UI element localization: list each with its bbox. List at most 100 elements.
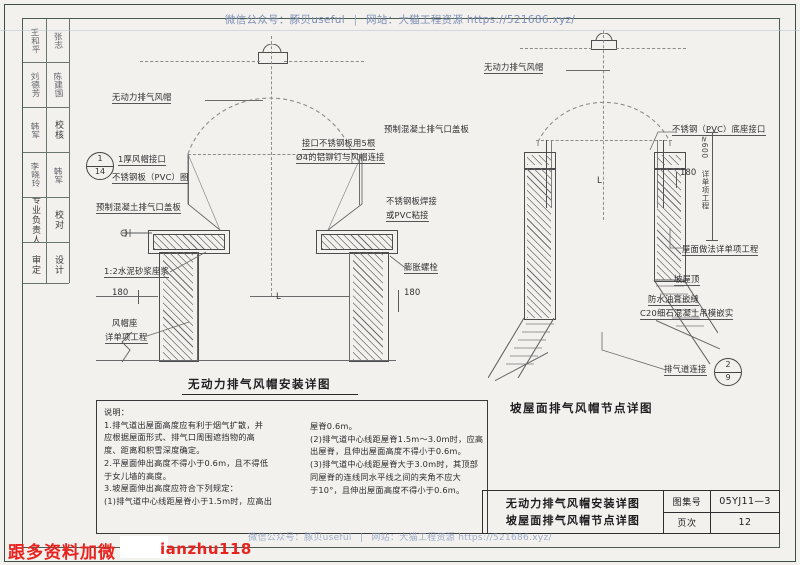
label-cowl-left: 无动力排气风帽 [112, 92, 172, 104]
leader-duct-conn [601, 332, 667, 371]
table-row: 图集号 05YJ11—3 [664, 491, 779, 513]
label-slope-roof: 坡屋顶 [674, 274, 700, 286]
notes-line: 于女儿墙的高度。 [104, 470, 172, 481]
caption-left-rule [182, 394, 358, 396]
label-rivet-2: Ø4的铝铆钉与风帽连接 [296, 152, 385, 164]
dim-tick-left [138, 290, 139, 304]
table-row: 校对 [46, 198, 69, 243]
notes-line: 3.坡屋面伸出高度应符合下列规定： [104, 483, 239, 494]
title-block-left-bottom-rule [23, 283, 69, 284]
dimension-height-right: ≥600 [700, 136, 709, 159]
label-sealant: 防水油膏嵌缝 [648, 294, 699, 306]
precast-cap-right-hatch [321, 234, 393, 250]
detail-bubble-right[interactable]: 2 9 [714, 358, 742, 386]
notes-line: 于10°，且伸出屋面高度不得小于0.6m。 [310, 484, 465, 495]
cowl-collar-taper [187, 153, 363, 231]
collar-right-hatch [657, 155, 681, 165]
title-block-left-right-rule [69, 19, 70, 283]
table-row: 陈建国 [46, 63, 69, 108]
label-weld-2: 或PVC粘接 [386, 210, 429, 222]
duct-inner-left [197, 252, 198, 360]
cowl-top-cap-right [591, 40, 617, 50]
detail-bubble-left-top: 1 [97, 154, 103, 163]
label-审定: 审定 [30, 255, 40, 275]
label-设计: 设计 [53, 255, 63, 275]
watermark-top: 微信公众号：豚贝useful | 网站：大猫工程资源 https://52168… [0, 12, 800, 27]
detail-bubble-right-bar [715, 371, 741, 373]
watermark-red-left: 跟多资料加微 [8, 543, 116, 563]
signature-审定-name: 张志 [52, 31, 64, 50]
table-row: 王和平 [23, 19, 46, 63]
watermark-mask [120, 536, 168, 558]
notes-frame [96, 400, 488, 534]
dimension-vertical-right: 详单项工程 [701, 170, 710, 210]
label-base-left-2: 详单项工程 [105, 332, 148, 344]
dimension-180-right: 180 [404, 288, 421, 298]
notes-line: 度、距离和积雪深度确定。 [104, 445, 205, 456]
duct-body-inner-l [551, 140, 552, 208]
shaft-wall-right-hatch [657, 168, 681, 280]
table-row: 刘德芳 [23, 63, 46, 108]
atlas-value: 05YJ11—3 [719, 495, 771, 507]
cowl-skirt-dash-right [536, 140, 672, 141]
detail-bubble-left[interactable]: 1 14 [86, 152, 114, 180]
vertical-dim-tick-top [706, 132, 718, 133]
label-roofing: 屋面做法详单项工程 [682, 244, 759, 256]
duct-wall-right-hatch [353, 252, 383, 360]
detail-bubble-right-top: 2 [725, 360, 731, 369]
table-row: 校核 [46, 108, 69, 153]
cowl-top-dash-left [140, 61, 260, 62]
table-row: 韩军 [46, 153, 69, 198]
vertical-dim-line-right [712, 132, 713, 240]
watermark-bottom-site: 网站：大猫工程资源 https://521686.xyz/ [371, 533, 552, 543]
table-row: 设计 [46, 243, 69, 287]
cowl-top-arc [262, 44, 282, 54]
notes-line: (1)排气道中心线距屋脊小于1.5m时，应高出 [104, 495, 273, 506]
label-ring-left: 不锈钢板（PVC）圈 [112, 172, 189, 184]
page-value: 12 [738, 517, 752, 529]
centerline-right [603, 30, 604, 220]
atlas-key: 图集号 [664, 491, 711, 512]
grade-line-left [96, 296, 158, 297]
notes-line: (2)排气道中心线距屋脊1.5m～3.0m时，应高 [310, 433, 484, 444]
label-weld-1: 不锈钢板焊接 [386, 196, 437, 206]
notes-column-2: 屋脊0.6m。 (2)排气道中心线距屋脊1.5m～3.0m时，应高 出屋脊，且伸… [310, 420, 490, 496]
label-pvc-base: 不锈钢（PVC）底座接口 [672, 124, 766, 136]
dimension-180-left: 180 [112, 288, 129, 298]
sheet-inner-border [22, 18, 780, 548]
signature-校对-name: 韩军 [52, 166, 64, 184]
signature-校核: 刘德芳 [28, 71, 41, 99]
notes-heading: 说明： [104, 407, 130, 417]
cowl-neck-left [188, 155, 189, 205]
sloped-roof-planes [488, 279, 718, 378]
shaft-wall-left-hatch [527, 168, 551, 318]
base-line-left [96, 360, 396, 361]
notes-line: 2.平屋面伸出高度不得小于0.6m，且不得低 [104, 457, 269, 468]
title-block-left: 王和平 刘德芳 韩军 李晓玲 专业负责人 审定 张志 陈建国 [23, 19, 69, 283]
cowl-top-dash-right-l [520, 48, 592, 49]
label-duct-conn: 排气道连接 [664, 364, 707, 376]
title-line-1: 无动力排气风帽安装详图 [505, 496, 641, 510]
fitting-left [120, 229, 152, 237]
label-base-left-1: 风帽座 [112, 318, 138, 328]
title-block-right-fields: 图集号 05YJ11—3 页次 12 [664, 491, 779, 533]
cowl-top-dash-right-r [616, 48, 686, 49]
sheet-outer-border [4, 4, 796, 562]
title-line-2: 坡屋面排气风帽节点详图 [505, 514, 641, 527]
cowl-top-dash-right [284, 61, 364, 62]
title-block-left-signature-column: 王和平 刘德芳 韩军 李晓玲 专业负责人 审定 [23, 19, 47, 283]
grade-line-mid [250, 296, 350, 297]
signature-设计: 李晓玲 [28, 161, 41, 189]
watermark-bottom-wechat: 微信公众号：豚贝useful [248, 533, 352, 543]
notes-line: 应根据屋面形式、排气口周围遮挡物的高 [104, 432, 255, 443]
cowl-dome-right [537, 101, 671, 148]
table-row: 审定 [23, 243, 46, 287]
watermark-bottom: 微信公众号：豚贝useful | 网站：大猫工程资源 https://52168… [0, 530, 800, 543]
cowl-top-cap [258, 52, 288, 64]
notes-line: 屋脊0.6m。 [310, 421, 357, 431]
watermark-top-site: 网站：大猫工程资源 https://521686.xyz/ [366, 14, 576, 26]
table-row: 韩军 [23, 108, 46, 153]
duct-wall-left-hatch [163, 252, 193, 360]
title-block-right-titles: 无动力排气风帽安装详图 坡屋面排气风帽节点详图 [483, 491, 664, 533]
